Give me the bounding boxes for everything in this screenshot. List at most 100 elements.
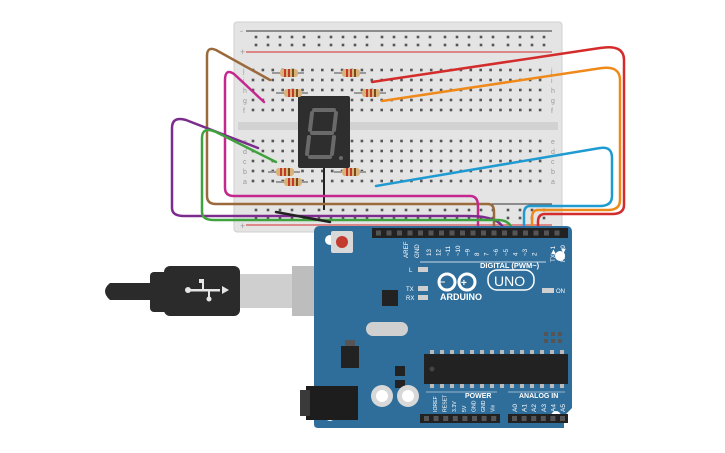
row-letter: h bbox=[551, 88, 555, 95]
resistor[interactable] bbox=[334, 168, 366, 176]
resistor[interactable] bbox=[354, 89, 386, 97]
digital-pin-label: 12 bbox=[436, 249, 443, 256]
tx-led bbox=[418, 286, 428, 291]
analog-pin-label: A0 bbox=[512, 404, 519, 412]
model-label: UNO bbox=[494, 273, 525, 289]
brand-label: ARDUINO bbox=[440, 292, 482, 302]
l-led-label: L bbox=[409, 268, 413, 274]
power-pin-label: Vin bbox=[491, 404, 497, 412]
digital-pwm-label: DIGITAL (PWM~) bbox=[480, 261, 540, 270]
reset-button[interactable] bbox=[331, 231, 353, 253]
resistor[interactable] bbox=[334, 69, 366, 77]
analog-pin-label: A5 bbox=[560, 404, 567, 412]
row-letter: i bbox=[551, 78, 553, 85]
row-letter: d bbox=[243, 149, 247, 156]
wire-brown[interactable] bbox=[205, 47, 496, 232]
rx0-label: RX◀0 bbox=[560, 245, 567, 262]
wire-orange[interactable] bbox=[380, 66, 622, 232]
row-letter: f bbox=[243, 108, 245, 115]
digital-header bbox=[372, 228, 568, 238]
analog-pin-label: A4 bbox=[550, 404, 557, 412]
row-letter: i bbox=[243, 78, 245, 85]
digital-pin-label: ~5 bbox=[503, 248, 510, 256]
digital-pin-label: ~6 bbox=[493, 248, 500, 256]
digital-pin-label: 4 bbox=[512, 252, 519, 256]
row-letter: h bbox=[243, 88, 247, 95]
wire-blue[interactable] bbox=[374, 146, 614, 232]
row-letter: f bbox=[551, 108, 553, 115]
row-letter: g bbox=[551, 98, 555, 105]
voltage-regulator bbox=[341, 346, 359, 368]
atmega-chip bbox=[424, 354, 568, 384]
power-pin-label: GND bbox=[481, 400, 487, 412]
arduino-logo-icon bbox=[437, 272, 477, 292]
analog-header bbox=[508, 414, 568, 423]
analog-pin-label: A1 bbox=[522, 404, 529, 412]
wires bbox=[170, 46, 626, 232]
resistor[interactable] bbox=[276, 89, 308, 97]
power-pin-label: 3.3V bbox=[452, 401, 458, 412]
digital-pin-label: 8 bbox=[474, 252, 481, 256]
row-letter: e bbox=[551, 139, 555, 146]
aref-label: AREF bbox=[403, 241, 410, 258]
digital-pin-label: ~10 bbox=[455, 245, 462, 256]
row-letter: c bbox=[243, 159, 247, 166]
row-letter: g bbox=[243, 98, 247, 105]
rail-plus-label-bottom: + bbox=[240, 221, 245, 231]
digital-pin-label: ~9 bbox=[464, 248, 471, 256]
row-letter: b bbox=[243, 169, 247, 176]
rx-led-label: RX bbox=[406, 296, 414, 302]
analog-pin-label: A3 bbox=[541, 404, 548, 412]
capacitor bbox=[371, 385, 393, 407]
svg-text:+: + bbox=[461, 278, 467, 289]
on-led bbox=[542, 288, 554, 293]
seven-segment-display[interactable] bbox=[298, 96, 350, 210]
power-pin-label: IOREF bbox=[433, 396, 439, 412]
wire-pink[interactable] bbox=[223, 70, 480, 232]
row-letter: a bbox=[551, 179, 555, 186]
row-letter: a bbox=[243, 179, 247, 186]
resistor[interactable] bbox=[276, 178, 308, 186]
digital-pin-label: 13 bbox=[426, 249, 433, 256]
tx1-label: TX▶1 bbox=[550, 245, 557, 262]
svg-text:−: − bbox=[440, 277, 445, 287]
wire-black[interactable] bbox=[274, 210, 332, 224]
usb-icon bbox=[185, 279, 229, 302]
power-header bbox=[420, 414, 500, 423]
row-letter: b bbox=[551, 169, 555, 176]
row-letter: c bbox=[551, 159, 555, 166]
l-led bbox=[418, 267, 428, 272]
gnd-label: GND bbox=[414, 244, 421, 258]
rail-minus-label: - bbox=[240, 26, 243, 36]
digital-pin-label: 7 bbox=[484, 252, 491, 256]
power-jack[interactable] bbox=[306, 386, 358, 420]
rail-plus-label: + bbox=[240, 47, 245, 57]
resistor[interactable] bbox=[272, 69, 304, 77]
digital-pin-label: ~11 bbox=[445, 245, 452, 256]
crystal bbox=[366, 322, 408, 336]
capacitor bbox=[397, 385, 419, 407]
power-label: POWER bbox=[465, 393, 491, 400]
row-letter: j bbox=[242, 68, 245, 75]
row-letter: d bbox=[551, 149, 555, 156]
tx-led-label: TX bbox=[406, 287, 414, 293]
wire-purple[interactable] bbox=[170, 117, 506, 232]
digital-pin-label: ~3 bbox=[522, 248, 529, 256]
power-pin-label: GND bbox=[471, 400, 477, 412]
row-letter: j bbox=[550, 68, 553, 75]
rx-led bbox=[418, 295, 428, 300]
power-pin-label: 5V bbox=[462, 405, 468, 412]
power-pin-label: RESET bbox=[443, 394, 449, 412]
analog-in-label: ANALOG IN bbox=[519, 393, 558, 400]
wire-green[interactable] bbox=[200, 128, 514, 232]
wire-red[interactable] bbox=[370, 46, 626, 232]
resistor[interactable] bbox=[268, 168, 300, 176]
analog-pin-label: A2 bbox=[531, 404, 538, 412]
digital-pin-label: 2 bbox=[532, 252, 539, 256]
resistors bbox=[268, 69, 386, 186]
on-label: ON bbox=[556, 289, 565, 295]
usb-chip bbox=[382, 290, 398, 306]
